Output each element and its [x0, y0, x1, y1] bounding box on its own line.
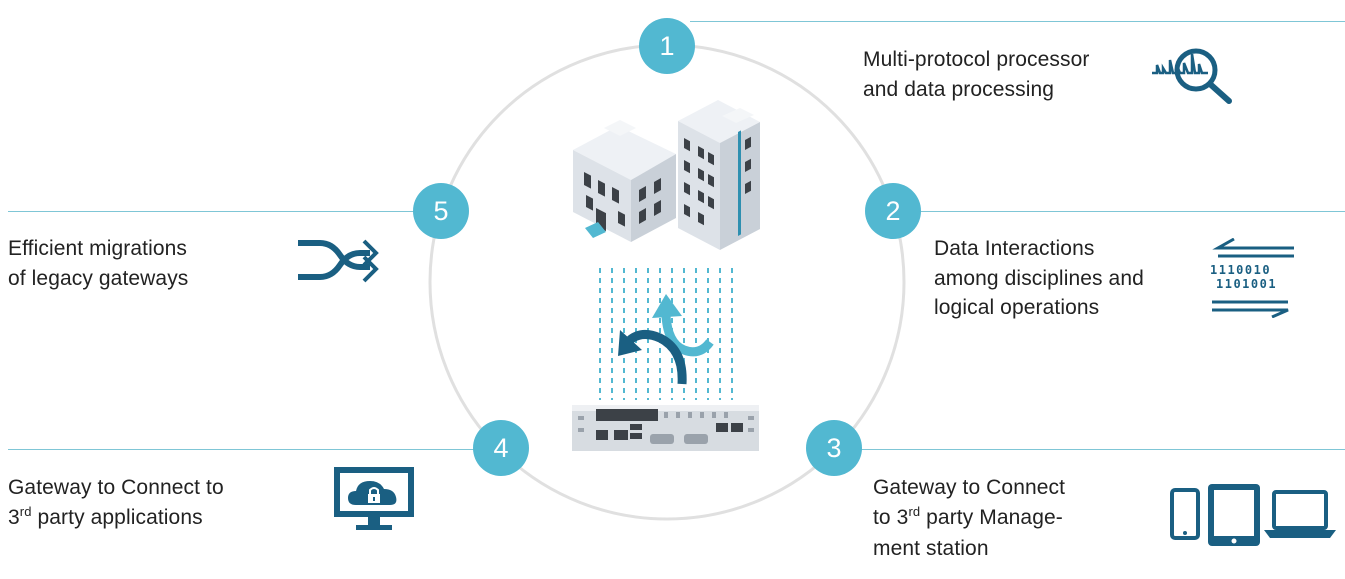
connector-line-1 — [690, 21, 1345, 22]
step-badge-3: 3 — [806, 420, 862, 476]
office-tower-icon — [678, 100, 760, 250]
step-badge-1: 1 — [639, 18, 695, 74]
building-icon — [573, 120, 676, 242]
step-badge-5: 5 — [413, 183, 469, 239]
binary-row-2: 1101001 — [1216, 277, 1277, 291]
step-4-label: Gateway to Connect to 3rd party applicat… — [8, 476, 224, 529]
devices-icon — [1170, 484, 1336, 546]
cloud-lock-monitor-icon — [334, 467, 414, 530]
binary-row-1: 1110010 — [1210, 263, 1271, 277]
connector-line-4 — [8, 449, 500, 450]
step-2-label: Data Interactions among disciplines and … — [934, 237, 1144, 319]
step-badge-2: 2 — [865, 183, 921, 239]
data-exchange-icon: 1110010 1101001 — [1210, 238, 1294, 318]
connector-line-2 — [893, 211, 1345, 212]
connector-line-3 — [834, 449, 1345, 450]
step-badge-4: 4 — [473, 420, 529, 476]
step-5-label: Efficient migrations of legacy gateways — [8, 237, 189, 290]
step-3-label: Gateway to Connect to 3rd party Manage- … — [873, 476, 1066, 560]
sync-arrows-icon — [618, 294, 714, 385]
step-1-label: Multi-protocol processor and data proces… — [863, 48, 1090, 101]
shuffle-icon — [298, 239, 379, 283]
signal-search-icon — [1152, 48, 1232, 104]
connector-line-5 — [8, 211, 440, 212]
industrial-gateway-device-icon — [572, 405, 759, 451]
